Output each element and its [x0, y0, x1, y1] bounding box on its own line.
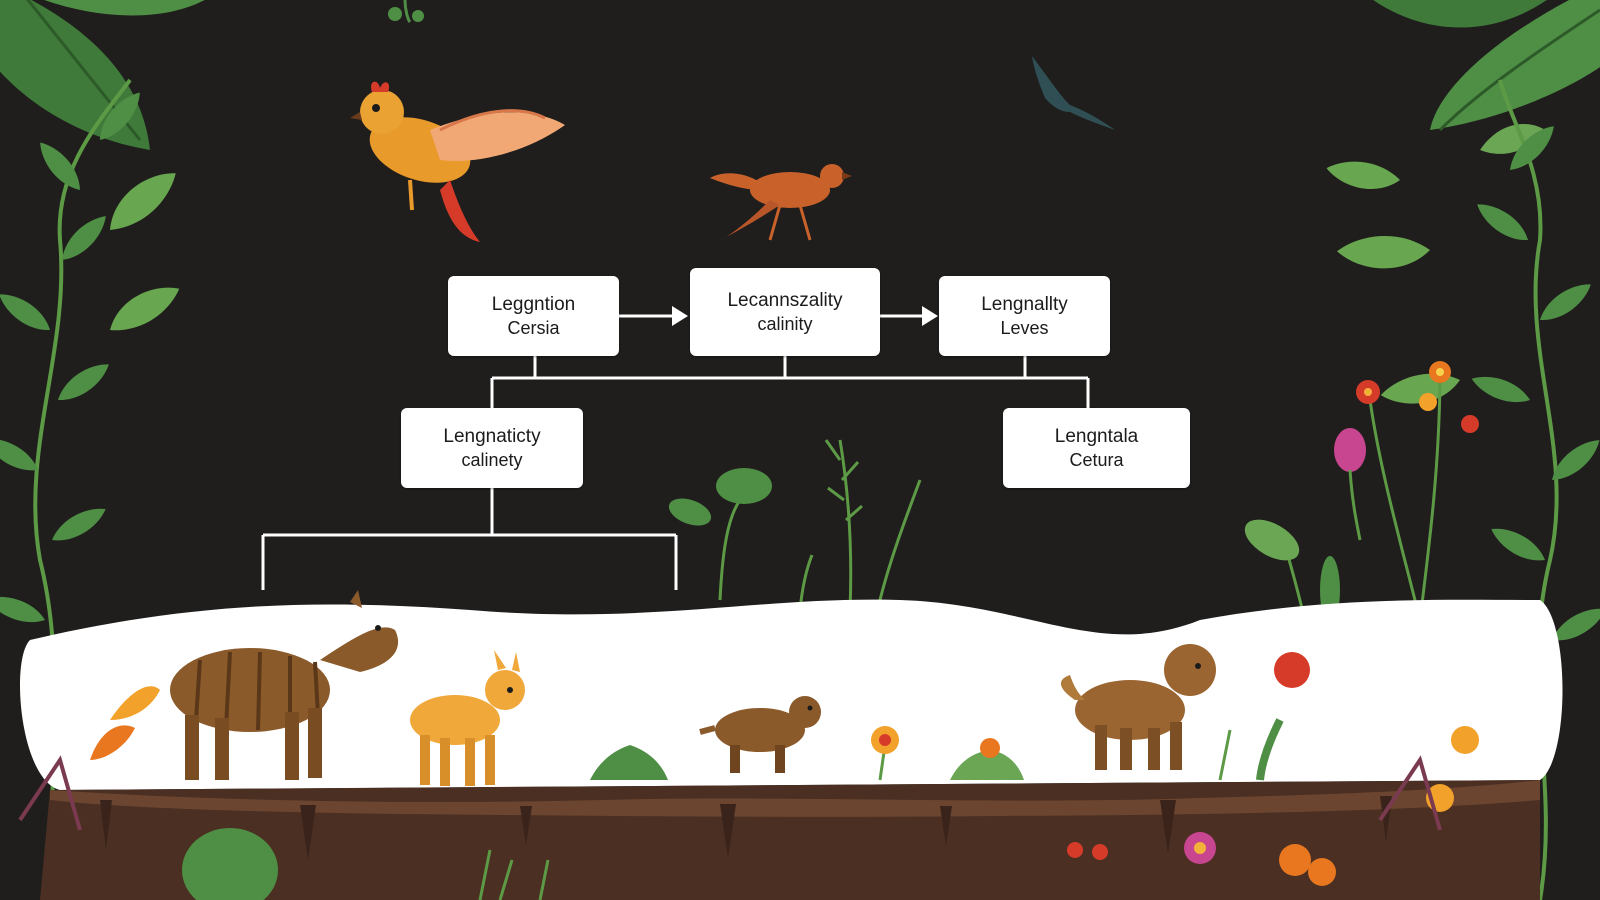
node-5-title: Lengntala: [1054, 425, 1139, 447]
node-1-title: Leggntion: [491, 293, 576, 315]
top-right-foliage: [1373, 0, 1600, 154]
small-rodent: [699, 696, 821, 773]
node-2-subtitle: calinity: [757, 313, 813, 334]
edge-n4-bracket: [261, 533, 678, 590]
arrowhead-n2: [672, 306, 688, 326]
node-3-title: Lengnallty: [981, 293, 1068, 315]
edge-bus-to-children: [490, 378, 1090, 408]
diagram-node-5[interactable]: Lengntala Cetura: [1003, 408, 1190, 488]
node-2-title: Lecannszality: [727, 289, 843, 311]
right-flower-cluster: [1334, 361, 1479, 621]
top-sprig: [388, 0, 424, 24]
striped-tapir: [170, 590, 399, 780]
arrowhead-n3: [922, 306, 938, 326]
node-5-subtitle: Cetura: [1069, 449, 1124, 470]
node-4-subtitle: calinety: [461, 449, 523, 470]
rust-bird: [710, 164, 852, 241]
diagram-connectors: [261, 314, 1090, 590]
edge-drops: [533, 356, 1027, 378]
golden-bird: [350, 81, 565, 242]
diagram-node-3[interactable]: Lengnallty Leves: [939, 276, 1110, 356]
diagram-arrowheads: [672, 306, 938, 326]
diagram-node-1[interactable]: Leggntion Cersia: [448, 276, 619, 356]
diagram-node-2[interactable]: Lecannszality calinity: [690, 268, 880, 356]
lion-cub: [1060, 644, 1216, 770]
fawn: [410, 650, 525, 786]
silhouette-bird: [1032, 56, 1115, 130]
diagram-node-4[interactable]: Lengnaticty calinety: [401, 408, 583, 488]
ground-plants: [18, 652, 1479, 900]
node-3-subtitle: Leves: [1000, 317, 1049, 338]
node-1-subtitle: Cersia: [507, 317, 560, 338]
node-4-title: Lengnaticty: [443, 425, 541, 447]
mid-plants: [668, 439, 922, 611]
